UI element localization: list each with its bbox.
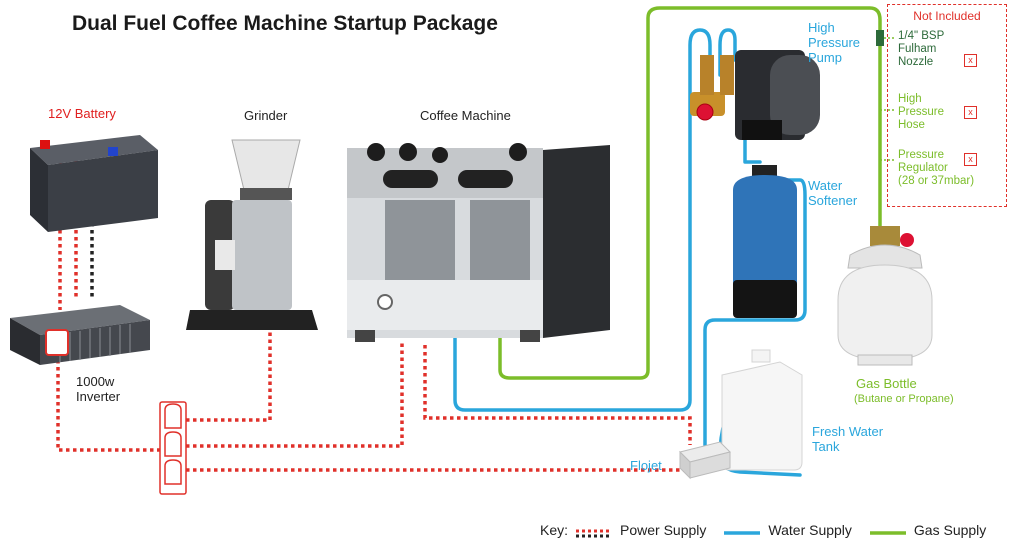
- grinder-label: Grinder: [244, 108, 288, 123]
- battery-label: 12V Battery: [48, 106, 116, 121]
- coffee-machine-illustration: [347, 143, 610, 342]
- pump-label: High Pressure Pump: [808, 20, 861, 65]
- softener-label: Water Softener: [808, 178, 858, 208]
- legend-label: Key:: [540, 522, 569, 538]
- gas-lines: [498, 6, 882, 380]
- battery-positive-terminal: [40, 140, 50, 149]
- power-line-strip-flojet: [186, 455, 692, 472]
- nozzle-marker: [876, 30, 884, 46]
- water-line-machine-pump: [453, 28, 712, 412]
- flojet-label: Flojet: [630, 458, 662, 473]
- power-line-strip-grinder: [186, 330, 272, 422]
- water-tank-illustration: [721, 349, 803, 471]
- gas-bottle-label: Gas Bottle: [856, 376, 917, 391]
- power-line-machine-flojet: [423, 345, 692, 445]
- power-line-inverter-strip: [56, 360, 160, 452]
- legend-gas-swatch: [868, 525, 908, 535]
- not-included-box: Not Included 1/4" BSP Fulham Nozzle x Hi…: [887, 4, 1007, 207]
- water-line-pump-softener-2: [743, 138, 762, 164]
- legend-power-text: Power Supply: [620, 522, 707, 538]
- inverter-label: 1000w Inverter: [76, 374, 121, 404]
- not-included-item-nozzle: 1/4" BSP Fulham Nozzle: [898, 30, 945, 68]
- legend-water-text: Water Supply: [768, 522, 852, 538]
- power-line-strip-machine: [186, 340, 404, 448]
- gas-line-machine-bottle: [498, 6, 882, 380]
- softener-illustration: [733, 165, 797, 318]
- not-included-title: Not Included: [913, 9, 981, 23]
- inverter-illustration: [10, 305, 150, 365]
- water-line-softener-flojet: [703, 178, 807, 447]
- legend-gas-text: Gas Supply: [913, 522, 987, 538]
- battery-illustration: [30, 135, 158, 232]
- legend: Key: Power Supply Water Supply Gas Suppl…: [540, 522, 986, 538]
- gas-bottle-sublabel: (Butane or Propane): [854, 393, 954, 405]
- page-title: Dual Fuel Coffee Machine Startup Package: [72, 12, 498, 35]
- pump-illustration: [690, 50, 820, 140]
- legend-power-swatch: [574, 525, 614, 538]
- not-included-mark-regulator: x: [964, 153, 977, 166]
- not-included-item-hose: High Pressure Hose: [898, 93, 945, 131]
- grinder-illustration: [186, 139, 318, 330]
- flojet-illustration: [679, 441, 731, 480]
- tank-label: Fresh Water Tank: [812, 424, 884, 454]
- legend-water-swatch: [722, 525, 762, 535]
- coffee-machine-label: Coffee Machine: [420, 108, 511, 123]
- power-strip-illustration: [159, 401, 187, 495]
- water-line-pump-softener: [718, 28, 737, 77]
- gas-bottle-illustration: [837, 226, 933, 366]
- not-included-mark-nozzle: x: [964, 54, 977, 67]
- battery-negative-terminal: [108, 147, 118, 156]
- not-included-mark-hose: x: [964, 106, 977, 119]
- not-included-item-regulator: Pressure Regulator (28 or 37mbar): [898, 149, 975, 187]
